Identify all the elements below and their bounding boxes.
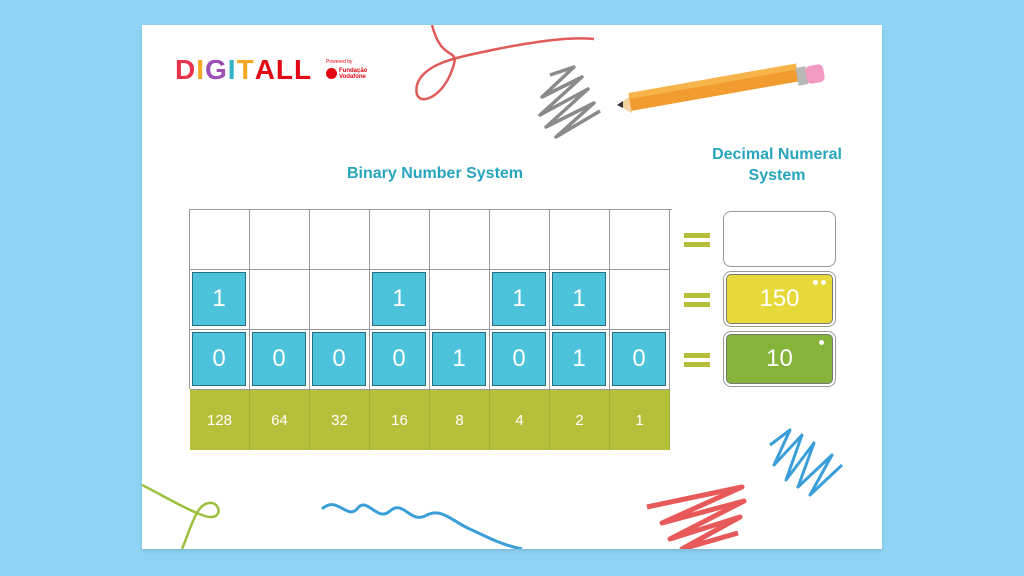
logo-letter: D [175,54,197,85]
grid-cell[interactable]: 0 [490,330,550,390]
decimal-value-tile[interactable]: 10 [726,334,833,384]
bit-tile[interactable]: 0 [372,332,426,386]
grid-cell[interactable] [310,270,370,330]
partner-name: Fundação Vodafone [339,68,368,80]
grid-cell[interactable]: 1 [190,270,250,330]
logo-letter: A [254,54,276,85]
grid-cell[interactable] [430,210,490,270]
red-scribble-doodle [646,484,747,549]
place-value-cell: 2 [550,390,610,450]
grid-cell[interactable] [370,210,430,270]
grid-cell[interactable] [490,210,550,270]
bit-tile[interactable]: 0 [192,332,246,386]
powered-by-label: Powered by [326,59,353,65]
place-value-cell: 8 [430,390,490,450]
equals-sign [684,350,710,370]
dot-icon [821,280,826,285]
equals-sign [684,290,710,310]
grid-cell[interactable] [250,210,310,270]
grid-cell[interactable]: 1 [550,270,610,330]
decimal-answer-box[interactable] [723,211,836,267]
logo-letter: T [236,54,255,85]
logo-letter: L [294,54,313,85]
bit-tile[interactable]: 0 [252,332,306,386]
grid-cell[interactable]: 0 [190,330,250,390]
decimal-value: 150 [759,285,800,312]
place-value-cell: 32 [310,390,370,450]
decimal-value-empty [726,214,833,264]
bit-tile[interactable]: 1 [552,272,606,326]
bit-tile[interactable]: 1 [552,332,606,386]
bit-tile[interactable]: 1 [432,332,486,386]
grid-cell[interactable]: 1 [490,270,550,330]
grid-cell[interactable]: 0 [610,330,670,390]
grid-cell[interactable]: 0 [250,330,310,390]
grid-cell[interactable] [430,270,490,330]
vodafone-icon [326,68,337,79]
grid-cell[interactable] [190,210,250,270]
grid-cell[interactable] [610,270,670,330]
place-value-cell: 16 [370,390,430,450]
blue-scribble-doodle [769,428,844,497]
decimal-title: Decimal Numeral System [712,146,842,184]
green-loop-doodle [142,483,220,549]
dot-icon [813,280,818,285]
pencil-icon [617,63,825,113]
decimal-answer-box[interactable]: 150 [723,271,836,327]
grey-scribble-doodle [538,65,601,139]
place-value-cell: 64 [250,390,310,450]
red-loop-doodle [415,25,595,101]
equals-sign [684,230,710,250]
bit-tile[interactable]: 0 [312,332,366,386]
grid-cell[interactable]: 1 [370,270,430,330]
grid-cell[interactable]: 0 [310,330,370,390]
logo-letter: L [275,54,295,85]
grid-cell[interactable]: 1 [430,330,490,390]
place-value-cell: 4 [490,390,550,450]
grid-cell[interactable]: 1 [550,330,610,390]
logo-letter: I [196,54,206,85]
decorative-doodles [142,25,844,549]
bit-tile[interactable]: 0 [612,332,666,386]
logo-letter: G [205,54,228,85]
bit-tile[interactable]: 1 [492,272,546,326]
decimal-answer-box[interactable]: 10 [723,331,836,387]
grid-cell[interactable] [310,210,370,270]
place-value-cell: 128 [190,390,250,450]
logo-letter: I [227,54,237,85]
bit-tile[interactable]: 1 [192,272,246,326]
decimal-value: 10 [766,345,793,372]
dot-icon [819,340,824,345]
decimal-value-tile[interactable]: 150 [726,274,833,324]
blue-wave-doodle [320,503,523,549]
bit-tile[interactable]: 1 [372,272,426,326]
grid-cell[interactable] [610,210,670,270]
grid-cell[interactable] [550,210,610,270]
place-value-cell: 1 [610,390,670,450]
grid-cell[interactable]: 0 [370,330,430,390]
powered-by-badge: Powered by Fundação Vodafone [326,59,386,85]
bit-tile[interactable]: 0 [492,332,546,386]
digitall-logo: DIGITALL [175,56,312,84]
binary-title: Binary Number System [346,165,524,182]
worksheet-board: DIGITALL Powered by Fundação Vodafone Bi… [142,25,882,549]
grid-cell[interactable] [250,270,310,330]
